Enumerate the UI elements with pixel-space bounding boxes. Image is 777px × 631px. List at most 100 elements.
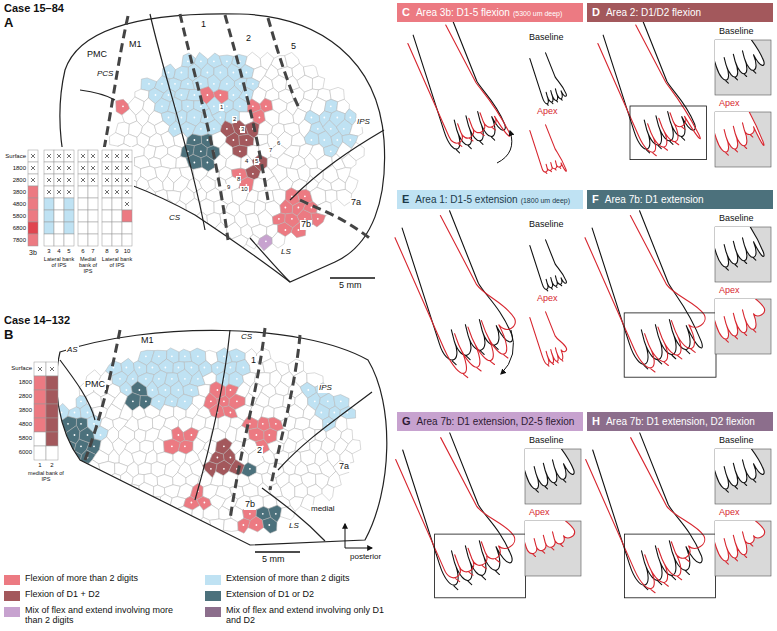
depth-label: 1800 [13,165,26,172]
penetration-dot [239,150,241,152]
bank-label: Lateral bank of IPS [43,256,75,268]
paw-drawing [594,21,700,162]
depth-cell [64,162,74,174]
panel-letter: C [402,6,410,18]
depth-cell [112,222,122,234]
paw-drawing [600,16,699,155]
area-label: 7b [300,220,312,230]
recording-cell [164,505,179,520]
penetration-dot [74,412,76,414]
inset-label: Baseline [529,220,564,230]
recording-cell [225,154,241,169]
penetration-dot [181,94,183,96]
recording-cell [261,406,274,419]
penetration-dot [200,128,202,130]
sulcus-line [250,238,290,282]
recording-cell [180,213,196,227]
penetration-dot [249,423,251,425]
depth-cell [46,432,58,446]
penetration-dot [158,378,160,380]
x-mark [91,178,95,182]
penetration-dot [223,445,225,447]
penetration-dot [323,139,325,141]
penetration-dot [122,105,124,107]
x-mark [81,154,85,158]
depth-cell [64,174,74,186]
penetration-dot [132,378,134,380]
inset-label: Apex [537,294,558,304]
area-border [85,330,120,460]
x-mark [105,178,109,182]
paw-drawing [528,124,566,179]
depth-cell [78,150,88,162]
penetration-dot [243,524,245,526]
depth-cell [122,174,132,186]
depth-cell [78,162,88,174]
recording-cell [342,154,356,168]
recording-cell [108,474,121,489]
recording-cell [188,223,203,237]
penetration-dot [152,367,154,369]
sulcus-label: CS [240,333,253,342]
sulcus-label: CS [168,214,181,223]
x-mark [105,166,109,170]
penetration-dot [171,400,173,402]
depth-cell [28,186,38,198]
site-number: 8 [236,176,241,183]
depth-cell [64,150,74,162]
depth-cell [64,186,74,198]
depth-cell [102,210,112,222]
depth-cell [102,186,112,198]
penetration-dot [119,378,121,380]
penetration-dot [311,117,313,119]
recording-cell [258,121,273,135]
penetration-dot [275,513,277,515]
penetration-dot [67,423,69,425]
recording-cell [275,381,289,396]
recording-cell [325,190,337,203]
recording-cell [219,506,231,520]
penetration-dot [349,117,351,119]
depth-cell [34,362,46,376]
penetration-dot [236,378,238,380]
recording-cell [163,176,174,191]
area-border [100,16,128,170]
inset-figure [715,40,767,85]
penetration-dot [132,400,134,402]
table-ground [0,147,134,280]
penetration-dot [207,94,209,96]
area-label: M1 [128,40,143,50]
recording-cell [73,483,87,499]
inset-label: Baseline [719,436,754,446]
depth-cell [46,418,58,432]
penetration-dot [191,389,193,391]
scale-bar [255,551,300,553]
recording-cell [63,460,76,476]
penetration-dot [61,412,63,414]
legend-text: Mix of flex and extend involving only D1… [226,606,391,626]
column-number: 8 [105,248,108,255]
zoom-box [625,534,716,598]
inset-label: Apex [537,107,558,117]
recording-cell [105,496,122,510]
paw-drawing [715,449,767,494]
x-mark [81,166,85,170]
penetration-dot [311,139,313,141]
depth-cell [88,174,98,186]
penetration-dot [200,150,202,152]
sulcus-line [290,130,384,200]
inset-figure [715,112,764,160]
panel-header: FArea 7b: D1 extension [587,190,773,209]
depth-cell [54,210,64,222]
orientation-arrow [345,524,346,548]
penetration-dot [184,445,186,447]
site-number: 1 [219,104,224,111]
depth-cell [122,186,132,198]
area-label: PMC [84,380,106,390]
area-border [268,18,300,110]
penetration-dot [187,83,189,85]
x-mark [91,166,95,170]
penetration-dot [161,105,163,107]
depth-cell [28,162,38,174]
penetration-dot [252,83,254,85]
